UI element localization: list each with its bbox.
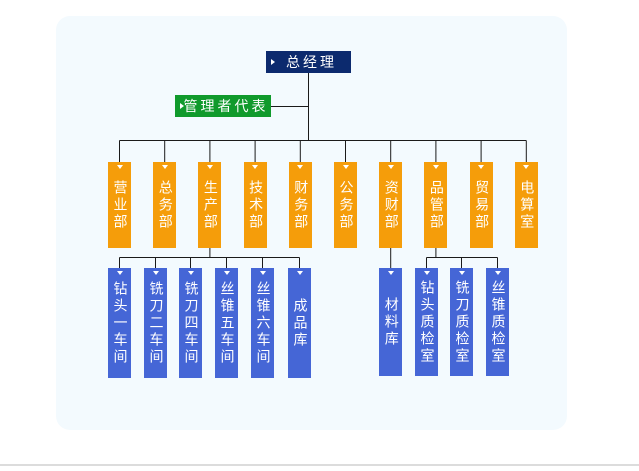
triangle-marker-icon <box>458 271 465 275</box>
department-box-label: 营业部 <box>111 179 128 231</box>
triangle-marker-icon <box>296 271 303 275</box>
department-box: 公务部 <box>334 162 357 248</box>
triangle-marker-icon <box>387 271 394 275</box>
quality-unit-box-label: 钻头质检室 <box>418 279 435 365</box>
department-box-label: 资财部 <box>382 179 399 231</box>
department-box: 总务部 <box>153 162 177 248</box>
production-unit-box-label: 钻头一车间 <box>111 280 128 366</box>
production-unit-box-label: 铣刀二车间 <box>147 280 164 366</box>
production-unit-box-label: 成品库 <box>291 297 308 349</box>
bottom-divider <box>0 464 639 466</box>
triangle-marker-icon <box>478 165 485 169</box>
production-unit-box-label: 丝锥五车间 <box>218 280 235 366</box>
production-unit-box: 丝锥六车间 <box>251 268 274 378</box>
department-box-label: 技术部 <box>247 179 264 231</box>
department-box-label: 总务部 <box>156 179 173 231</box>
department-box: 生产部 <box>198 162 222 248</box>
department-box: 电算室 <box>514 162 538 248</box>
production-unit-box: 铣刀二车间 <box>144 268 167 378</box>
ceo-label: 总经理 <box>286 55 337 71</box>
materials-unit-box-label: 材料库 <box>382 296 399 348</box>
department-box: 财务部 <box>288 162 312 248</box>
department-box: 资财部 <box>379 162 403 248</box>
management-representative-label: 管理者代表 <box>183 99 269 115</box>
triangle-marker-icon <box>387 165 394 169</box>
department-box-label: 电算室 <box>518 179 535 231</box>
production-unit-box-label: 铣刀四车间 <box>182 280 199 366</box>
triangle-marker-icon <box>252 165 259 169</box>
triangle-marker-icon <box>342 165 349 169</box>
triangle-marker-icon <box>206 165 213 169</box>
management-representative-box: 管理者代表 <box>175 95 271 117</box>
triangle-marker-icon <box>116 271 123 275</box>
department-box: 营业部 <box>108 162 131 248</box>
triangle-marker-icon <box>423 271 430 275</box>
quality-unit-box-label: 丝锥质检室 <box>489 279 506 365</box>
triangle-marker-icon <box>523 165 530 169</box>
production-unit-box-label: 丝锥六车间 <box>254 280 271 366</box>
triangle-marker-icon <box>187 271 194 275</box>
production-unit-box: 铣刀四车间 <box>179 268 202 378</box>
triangle-marker-icon <box>180 103 184 109</box>
triangle-marker-icon <box>432 165 439 169</box>
triangle-marker-icon <box>223 271 230 275</box>
quality-unit-box: 丝锥质检室 <box>486 268 509 376</box>
triangle-marker-icon <box>116 165 123 169</box>
triangle-marker-icon <box>161 165 168 169</box>
triangle-marker-icon <box>494 271 501 275</box>
quality-unit-box-label: 铣刀质检室 <box>453 279 470 365</box>
department-box-label: 公务部 <box>337 179 354 231</box>
triangle-marker-icon <box>271 59 275 65</box>
ceo-box: 总经理 <box>266 51 351 73</box>
triangle-marker-icon <box>297 165 304 169</box>
department-box: 技术部 <box>243 162 267 248</box>
production-unit-box: 成品库 <box>288 268 311 378</box>
triangle-marker-icon <box>152 271 159 275</box>
materials-unit-box: 材料库 <box>379 268 403 376</box>
department-box-label: 品管部 <box>427 179 444 231</box>
department-box-label: 财务部 <box>292 179 309 231</box>
production-unit-box: 钻头一车间 <box>108 268 131 378</box>
department-box: 品管部 <box>424 162 448 248</box>
department-box-label: 生产部 <box>201 179 218 231</box>
production-unit-box: 丝锥五车间 <box>215 268 238 378</box>
department-box: 贸易部 <box>469 162 493 248</box>
quality-unit-box: 钻头质检室 <box>415 268 438 376</box>
quality-unit-box: 铣刀质检室 <box>450 268 473 376</box>
triangle-marker-icon <box>259 271 266 275</box>
department-box-label: 贸易部 <box>473 179 490 231</box>
